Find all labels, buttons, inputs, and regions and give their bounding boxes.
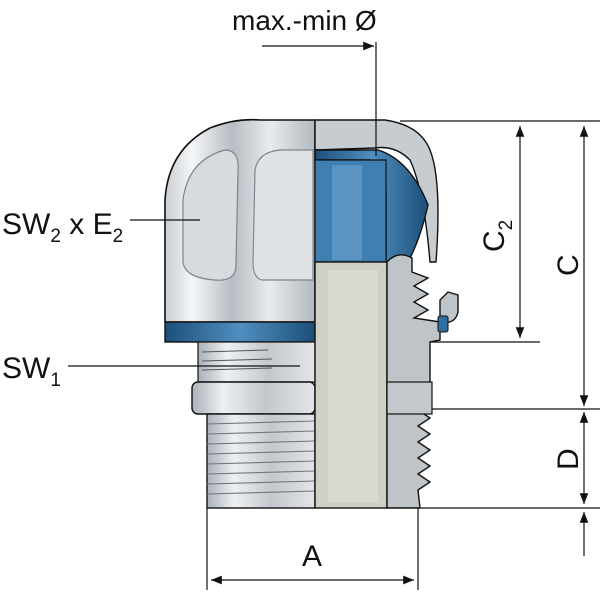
male-thread-lines <box>206 420 316 495</box>
label-c2-main: C <box>478 230 511 252</box>
sw1-thread-lines <box>201 349 273 371</box>
body-flange <box>191 381 316 415</box>
cap-facet-1 <box>182 149 239 281</box>
label-a: A <box>302 540 322 573</box>
seal-bore-highlight <box>332 165 362 260</box>
label-c2-sub: 2 <box>496 220 517 231</box>
cap-facet-2 <box>252 149 314 281</box>
label-sw1-sub: 1 <box>50 370 61 391</box>
label-sw2-main: SW <box>2 208 51 241</box>
blue-seal-ring <box>164 321 316 343</box>
label-sw1: SW1 <box>2 352 61 391</box>
label-sw2-sub: 2 <box>50 226 61 247</box>
label-c2: C2 <box>478 220 517 252</box>
dimension-lines <box>68 41 600 590</box>
sw1-thread-area <box>197 341 316 383</box>
label-sw1-main: SW <box>2 352 51 385</box>
label-sw2-mid: x E <box>61 208 113 241</box>
label-c: C <box>552 254 585 276</box>
cap-nut-section <box>314 119 439 263</box>
label-sw2-e2: SW2 x E2 <box>2 208 123 247</box>
o-ring <box>437 315 449 333</box>
section-flange <box>386 381 433 415</box>
label-d: D <box>552 448 585 470</box>
body-section-inner <box>328 270 378 502</box>
label-max-min: max.-min Ø <box>232 5 377 36</box>
thread-section <box>386 254 459 509</box>
label-e2-sub: 2 <box>113 226 124 247</box>
